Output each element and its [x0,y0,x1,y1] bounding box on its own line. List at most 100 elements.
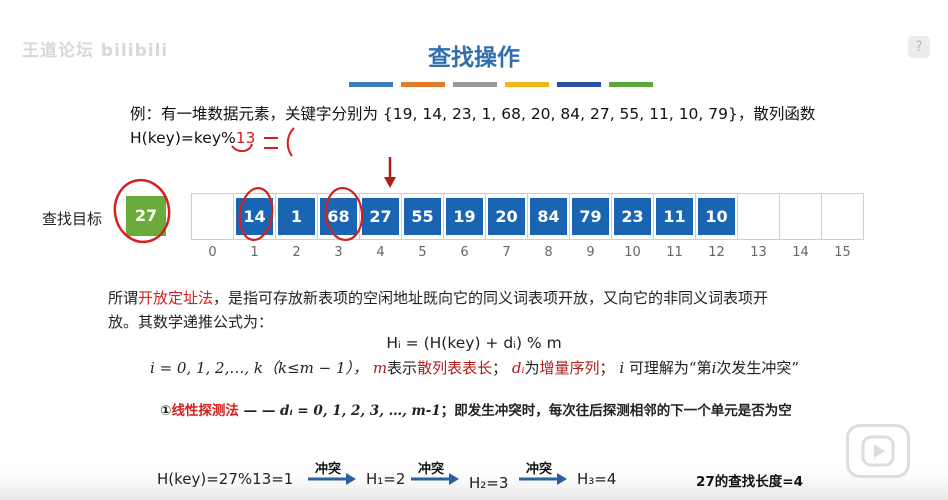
arrow-right-icon [519,473,567,485]
hash-table-key: 23 [614,198,651,235]
probe-h3: H₃=4 [577,470,617,488]
hash-table-cell [737,193,780,240]
example-text: 例：有一堆数据元素，关键字分别为 {19, 14, 23, 1, 68, 20,… [130,102,815,150]
def-text: ； [599,359,615,377]
para-text: 放。其数学递推公式为： [108,313,274,331]
para-text: ，是指可存放新表项的空闲地址既向它的同义词表项开放，又向它的非同义词表项开 [213,289,769,307]
recurrence-formula: Hᵢ = (H(key) + dᵢ) % m [386,334,562,352]
hash-table-cell: 79 [569,193,612,240]
def-increment-sequence: 增量序列 [539,359,600,377]
arrow-right-icon [308,473,356,485]
hash-table-index: 3 [334,245,343,260]
hash-table-key: 27 [362,198,399,235]
colorbar-segment [609,82,653,87]
hash-table-cell: 20 [485,193,528,240]
para-text: 所谓 [108,289,139,307]
hash-table-cell: 11 [653,193,696,240]
hash-table-index: 9 [586,245,595,260]
title-colorbar [349,82,653,87]
hash-table-index: 1 [250,245,259,260]
target-key: 27 [126,196,166,236]
example-line-1: 例：有一堆数据元素，关键字分别为 {19, 14, 23, 1, 68, 20,… [130,105,816,123]
hash-table-key: 19 [446,198,483,235]
page-title: 查找操作 [428,45,520,71]
linear-probing-term: 线性探测法 [171,403,239,419]
search-length-result: 27的查找长度=4 [696,474,803,490]
hash-table-key: 79 [572,198,609,235]
hash-table-key: 20 [488,198,525,235]
probe-h2: H₂=3 [469,474,509,492]
def-text: 表示 [387,359,418,377]
hash-table-key: 1 [278,198,315,235]
hash-table-index: 14 [792,245,809,260]
def-i: i [619,359,625,377]
colorbar-segment [401,82,445,87]
hash-table-key: 10 [698,198,735,235]
hash-table-cell: 1 [275,193,318,240]
watermark: 王道论坛 bilibili [22,41,169,61]
conflict-label-2: 冲突 [418,462,445,477]
hash-table-cell: 14 [233,193,276,240]
conflict-label-3: 冲突 [526,462,553,477]
hash-table-index: 12 [708,245,725,260]
open-addressing-term: 开放定址法 [138,289,214,307]
colorbar-segment [349,82,393,87]
hash-table-index: 8 [544,245,553,260]
probe-pointer-arrow [384,157,396,188]
dash: — — [238,403,281,419]
def-text: ； [492,359,508,377]
def-i: i [711,359,717,377]
def-range: i = 0, 1, 2,…, k（k≤m − 1）， [150,359,369,377]
hash-table-cell [821,193,864,240]
colorbar-segment [453,82,497,87]
hash-table-key: 14 [236,198,273,235]
conflict-label-1: 冲突 [315,462,342,477]
hash-modulus: 13 [235,129,256,147]
bottom-gradient [0,462,948,500]
hash-table-cell: 27 [359,193,402,240]
hash-table-cell: 19 [443,193,486,240]
hash-table-key: 68 [320,198,357,235]
def-m: m [372,359,388,377]
item-number: ① [160,403,172,419]
play-button[interactable] [846,424,910,478]
hash-table-index: 2 [292,245,301,260]
hash-table-key: 84 [530,198,567,235]
formula-definitions: i = 0, 1, 2,…, k（k≤m − 1）， m表示散列表表长； dᵢ为… [150,357,799,378]
hash-table-index: 4 [376,245,385,260]
def-table-length: 散列表表长 [417,359,493,377]
linear-probing-definition: ①线性探测法 — — dᵢ = 0, 1, 2, 3, …, m-1；即发生冲突… [160,399,792,419]
hash-table-cell: 10 [695,193,738,240]
help-icon[interactable]: ? [908,36,930,58]
hash-table-cell [191,193,234,240]
arrow-right-icon [411,473,459,485]
colorbar-segment [505,82,549,87]
hash-table-index: 6 [460,245,469,260]
hash-table-index: 10 [624,245,641,260]
hash-table-cell: 84 [527,193,570,240]
hash-table-key: 55 [404,198,441,235]
hash-table-cell: 23 [611,193,654,240]
open-addressing-description: 所谓开放定址法，是指可存放新表项的空闲地址既向它的同义词表项开放，又向它的非同义… [108,286,868,334]
def-di: dᵢ [511,359,525,377]
example-line-2: H(key)=key%13 [130,126,815,150]
hash-table-index: 11 [666,245,683,260]
target-label: 查找目标 [42,210,103,228]
play-icon [861,435,895,467]
hash-table-key: 11 [656,198,693,235]
hash-table-index: 7 [502,245,511,260]
hash-start: H(key)=27%13=1 [157,470,294,488]
hash-table-cell: 68 [317,193,360,240]
hash-table-index: 13 [750,245,767,260]
hash-table-index: 5 [418,245,427,260]
hash-function-prefix: H(key)=key% [130,129,236,147]
colorbar-segment [557,82,601,87]
hash-table-index: 0 [208,245,217,260]
hash-table-cell [779,193,822,240]
linear-probing-desc: ；即发生冲突时，每次往后探测相邻的下一个单元是否为空 [440,403,792,419]
di-sequence: dᵢ = 0, 1, 2, 3, …, m-1 [280,403,441,419]
hash-table-index: 15 [834,245,851,260]
def-text: 可理解为“第 [624,359,712,377]
def-text: 为 [524,359,540,377]
